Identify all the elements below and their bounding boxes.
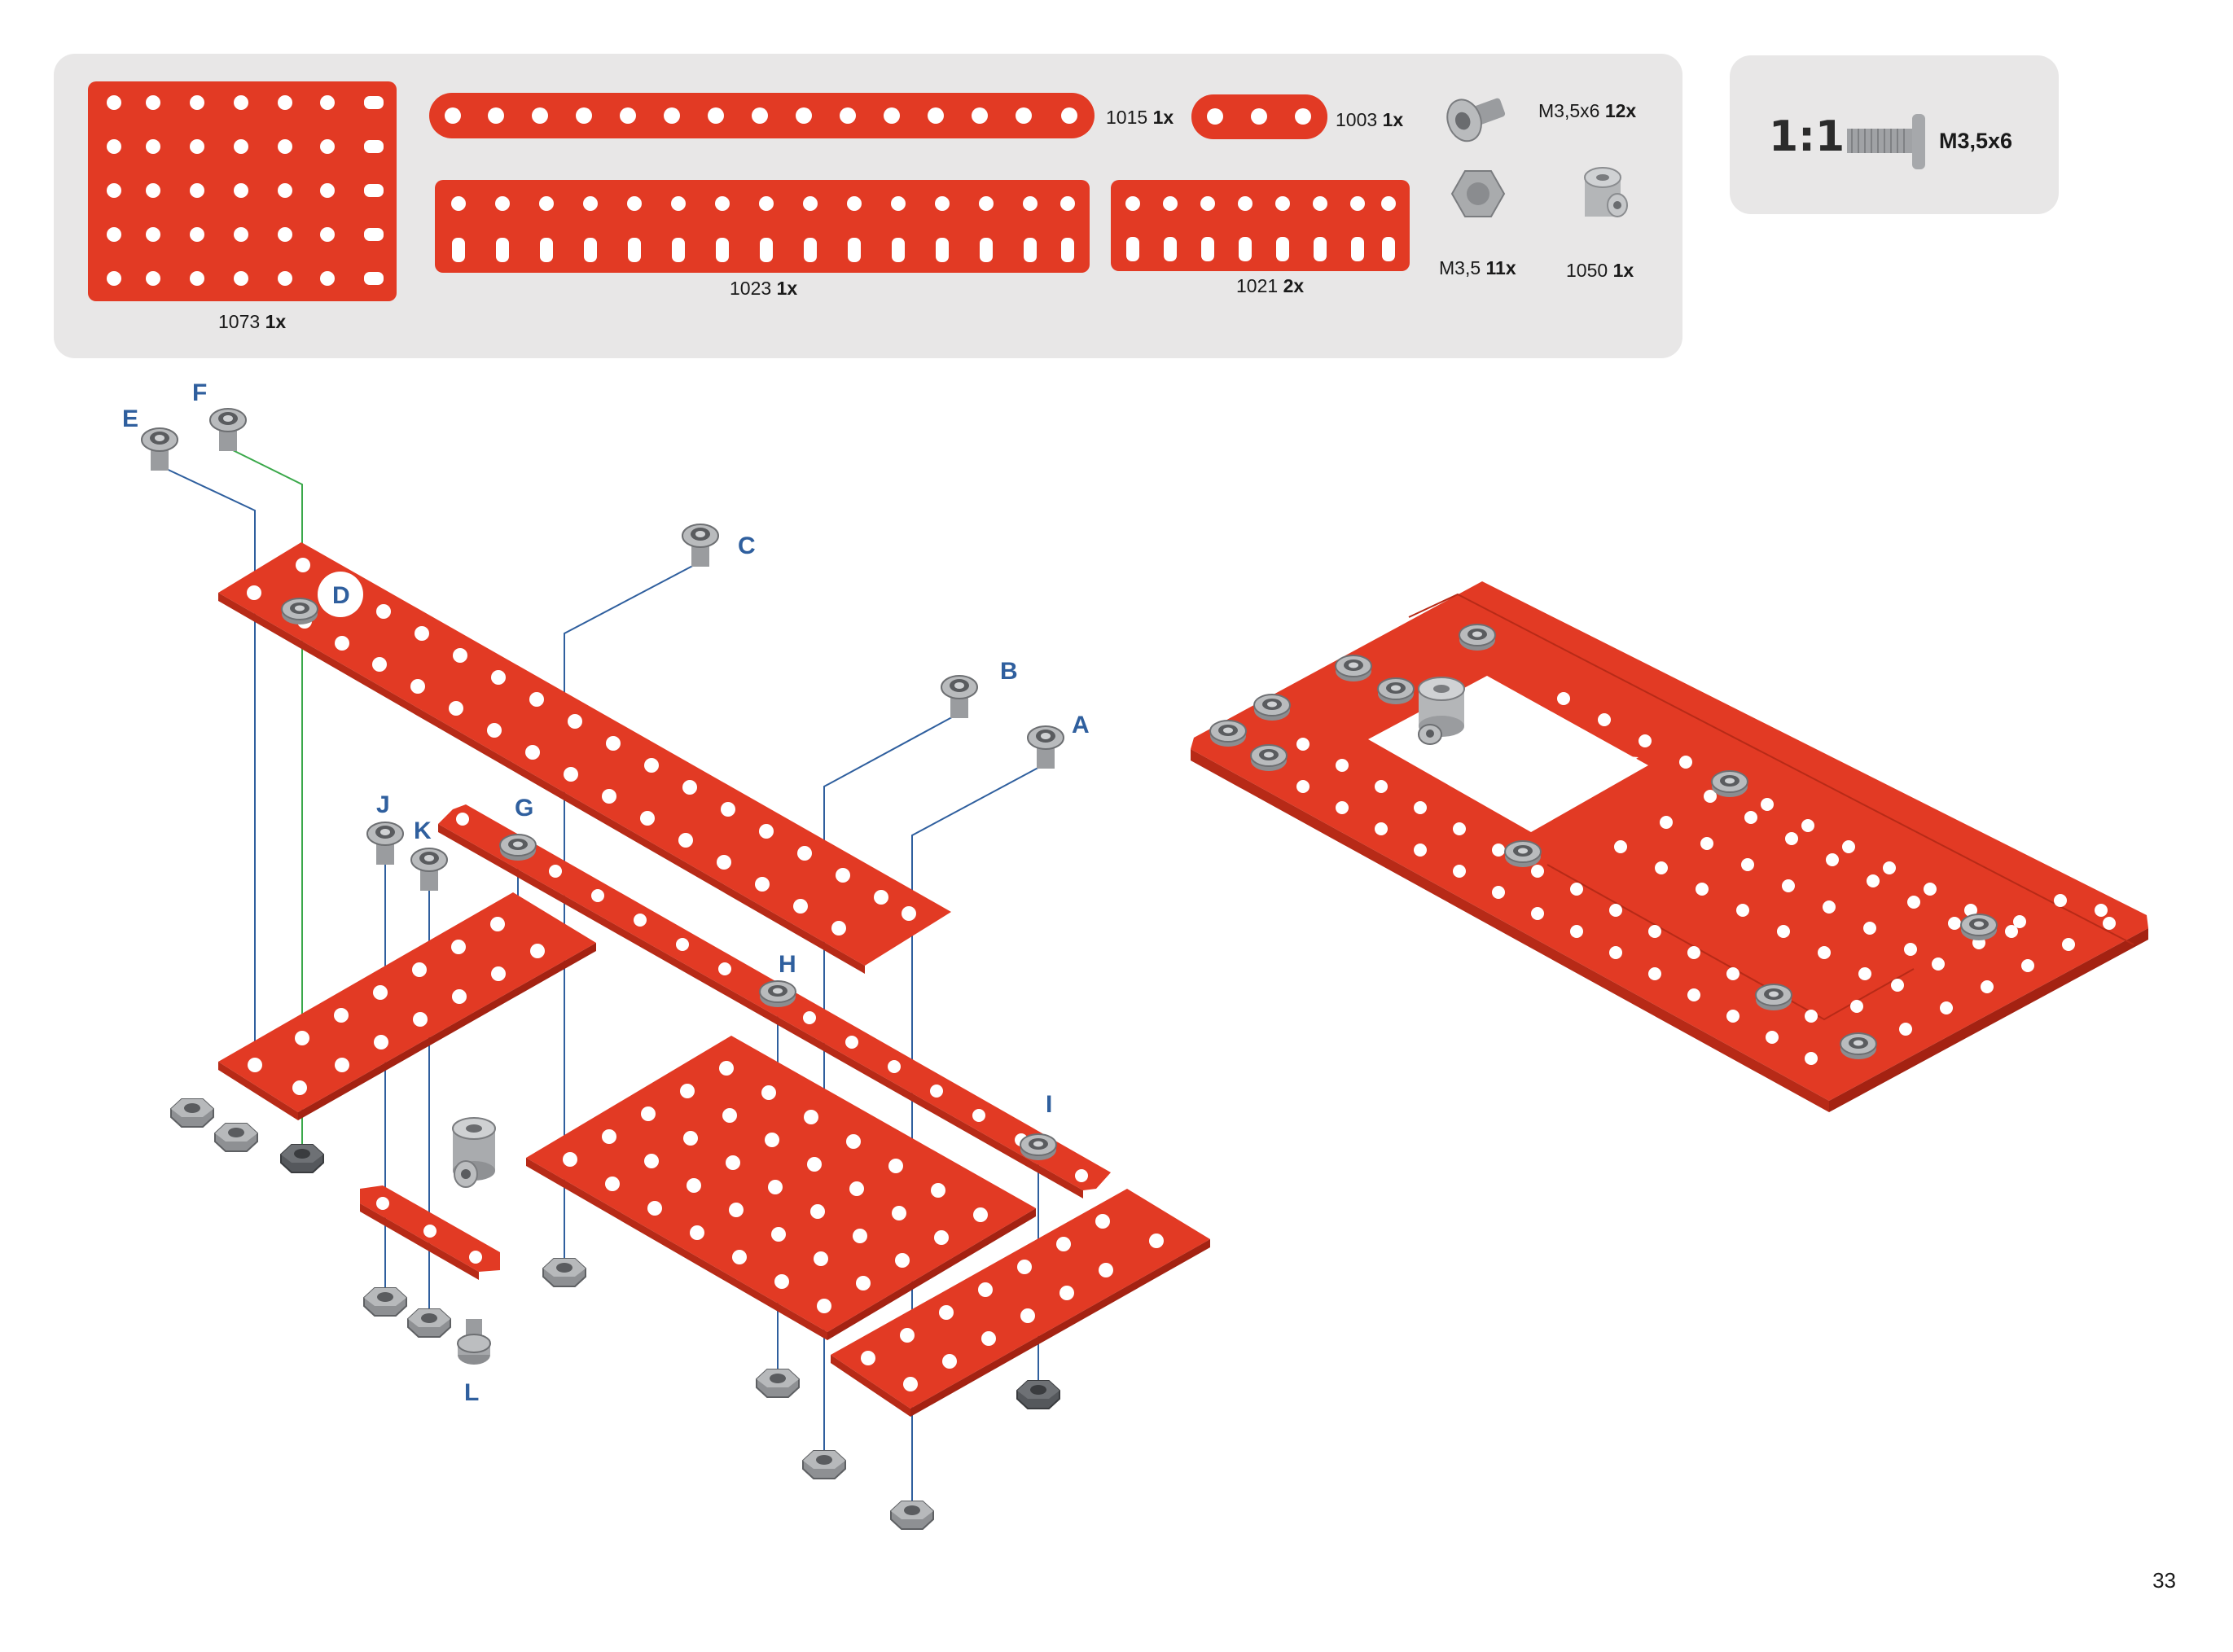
part-icon-1023 <box>435 180 1090 273</box>
part-label-1015: 1015 1x <box>1106 107 1174 129</box>
screw-icon-g <box>499 834 537 861</box>
strip-1003-exploded <box>360 1185 500 1280</box>
scale-screw-icon <box>1847 114 1925 169</box>
nut-icon <box>802 1450 846 1479</box>
callout-a: A <box>1072 712 1090 738</box>
callout-g: G <box>515 795 533 822</box>
screw-icon-e <box>141 427 178 471</box>
screw-icon-b <box>941 675 978 719</box>
callout-i: I <box>1046 1091 1052 1118</box>
part-label-1003: 1003 1x <box>1336 109 1403 131</box>
part-qty: 1x <box>265 311 287 332</box>
part-code: M3,5x6 <box>1538 100 1600 121</box>
screw-icon-j <box>366 822 404 865</box>
part-code: 1050 <box>1566 260 1608 281</box>
assembled-model <box>1191 581 2148 1112</box>
part-icon-1073 <box>88 81 397 301</box>
part-qty: 2x <box>1283 275 1305 296</box>
nut-icon <box>407 1308 451 1338</box>
part-qty: 11x <box>1485 257 1516 278</box>
screw-icon-i <box>1020 1133 1057 1161</box>
screw-icon-h <box>759 980 796 1008</box>
part-qty: 1x <box>1152 107 1174 128</box>
plate-1021-exploded-right <box>831 1189 1210 1417</box>
scale-part-name: M3,5x6 <box>1939 129 2013 153</box>
part-qty: 1x <box>776 278 798 299</box>
nut-icon <box>756 1369 800 1398</box>
part-code: 1003 <box>1336 109 1378 130</box>
callout-c: C <box>738 532 756 559</box>
callout-d: D <box>332 582 350 609</box>
part-icon-1021 <box>1111 180 1410 271</box>
page-number: 33 <box>2152 1568 2176 1593</box>
screw-icon-f <box>209 408 247 452</box>
part-code: 1021 <box>1236 275 1279 296</box>
part-label-1050: 1050 1x <box>1566 260 1634 282</box>
nut-icon <box>890 1501 934 1530</box>
nut-icon <box>280 1144 324 1173</box>
nut-icon <box>214 1123 258 1152</box>
part-qty: 12x <box>1604 100 1637 121</box>
screw-icon-l <box>457 1319 491 1365</box>
part-qty: 1x <box>1612 260 1634 281</box>
part-label-1023: 1023 1x <box>730 278 797 300</box>
screw-icon-k <box>410 848 448 892</box>
screw-icon-d <box>281 598 318 625</box>
assembly-line-green <box>230 449 303 1155</box>
part-code: M3,5 <box>1439 257 1481 278</box>
plate-1021-exploded-left <box>218 892 596 1120</box>
nut-icon <box>1450 170 1506 217</box>
part-label-m35: M3,5 11x <box>1439 257 1516 279</box>
callout-j: J <box>376 791 390 818</box>
spacer-exploded <box>452 1117 496 1188</box>
part-icon-1003 <box>1191 94 1327 139</box>
callout-e: E <box>122 405 138 432</box>
screw-icon-c <box>682 524 719 567</box>
scale-ratio: 1:1 <box>1769 112 1845 161</box>
plate-1073-exploded <box>526 1036 1036 1340</box>
plate-1023-exploded <box>218 542 951 974</box>
spacer-icon <box>1584 167 1628 217</box>
part-code: 1023 <box>730 278 772 299</box>
callout-h: H <box>779 951 796 978</box>
callout-f: F <box>192 379 207 406</box>
part-code: 1015 <box>1106 107 1148 128</box>
nut-icon <box>1016 1380 1060 1409</box>
part-label-1073: 1073 1x <box>218 311 286 333</box>
callout-b: B <box>1000 658 1018 685</box>
nut-icon <box>542 1258 586 1287</box>
part-label-m35x6: M3,5x6 12x <box>1538 100 1636 122</box>
part-code: 1073 <box>218 311 261 332</box>
part-qty: 1x <box>1382 109 1404 130</box>
callout-k: K <box>414 817 432 844</box>
nut-icon <box>170 1098 214 1128</box>
part-label-1021: 1021 2x <box>1236 275 1304 297</box>
callout-d-circle <box>318 572 363 617</box>
nut-icon <box>363 1287 407 1317</box>
part-icon-1015 <box>429 93 1095 138</box>
callout-l: L <box>464 1379 479 1406</box>
screw-icon <box>1446 98 1506 142</box>
screw-icon-a <box>1027 725 1064 769</box>
